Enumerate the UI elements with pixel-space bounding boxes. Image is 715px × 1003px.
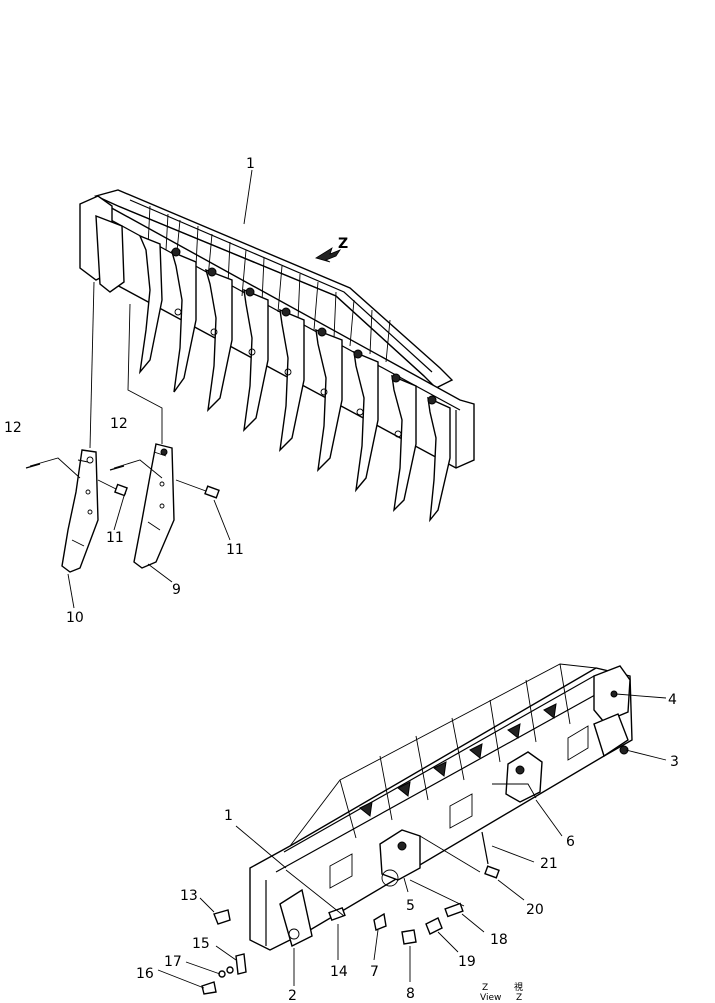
callout-19: 19 [458,954,476,970]
bolt-11-left [97,479,128,531]
callout-14: 14 [330,964,348,980]
callout-15: 15 [192,936,210,952]
lock-7 [373,912,387,931]
callout-18: 18 [490,932,508,948]
callout-7: 7 [370,964,379,980]
callout-4: 4 [668,692,677,708]
plate-15 [235,953,247,975]
tooth-10 [61,449,99,573]
callout-17: 17 [164,954,182,970]
callout-11-right: 11 [226,542,244,558]
frame-assembly-bottom: 1 2 3 4 5 6 7 8 13 14 15 16 17 18 19 20 … [136,663,679,1003]
pin-19 [425,917,443,935]
caption-letter: Z [482,983,488,993]
tooth-9 [133,443,175,569]
view-caption: Z View 視 Z [480,981,523,1003]
callout-20: 20 [526,902,544,918]
bolt-11-right [175,479,231,541]
view-z-arrow: Z [315,236,348,263]
callout-11-left: 11 [106,530,124,546]
caption-word: View [480,993,501,1003]
view-arrow-letter: Z [338,236,348,252]
callout-1-bottom: 1 [224,808,233,824]
bolt-16 [201,981,217,995]
callout-13: 13 [180,888,198,904]
callout-21: 21 [540,856,558,872]
callout-5: 5 [406,898,415,914]
caption-kanji: 視 [514,981,523,993]
pin-18 [444,902,464,918]
callout-3: 3 [670,754,679,770]
callout-12-right: 12 [110,416,128,432]
caption-letter-2: Z [516,993,522,1003]
callout-10: 10 [66,610,84,626]
pin-20-21 [481,831,500,879]
callout-1-top: 1 [246,156,255,172]
callout-12-left: 12 [4,420,22,436]
callout-9: 9 [172,582,181,598]
tooth-row [138,234,451,523]
rake-assembly-top: Z 1 [79,156,475,523]
pin-13 [213,909,231,925]
callout-6: 6 [566,834,575,850]
callout-8: 8 [406,986,415,1002]
washer-17 [218,966,234,978]
callout-16: 16 [136,966,154,982]
exploded-teeth: 12 12 11 11 9 10 [4,416,244,626]
pin-14 [328,906,346,922]
callout-2: 2 [288,988,297,1003]
bolt-8 [401,929,417,945]
